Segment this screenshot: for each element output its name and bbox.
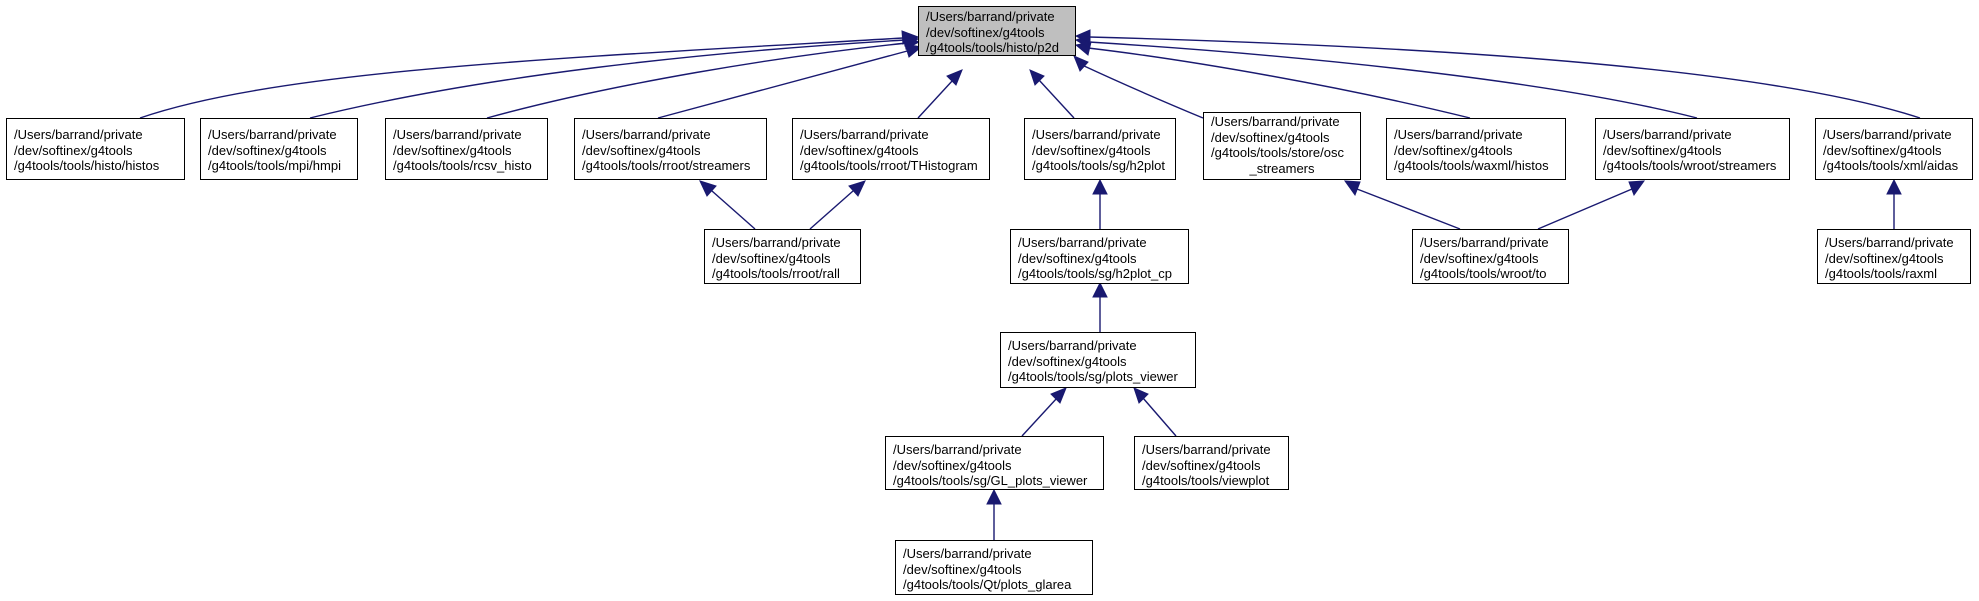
node-waxml-histos[interactable]: /Users/barrand/private /dev/softinex/g4t… (1386, 118, 1566, 180)
node-line: /Users/barrand/private (1603, 127, 1732, 142)
node-line: /dev/softinex/g4tools (1420, 250, 1539, 266)
edge-wroot-streamers-to-p2d (1074, 34, 1698, 119)
node-sg-plots-viewer[interactable]: /Users/barrand/private /dev/softinex/g4t… (1000, 332, 1196, 388)
node-line: /g4tools/tools/mpi/hmpi (208, 158, 341, 173)
edge-plots-glarea-to-gl-plots-viewer (986, 488, 1002, 540)
edge-hmpi-to-p2d (309, 32, 920, 119)
node-line: /Users/barrand/private (893, 442, 1022, 457)
node-sg-h2plot[interactable]: /Users/barrand/private /dev/softinex/g4t… (1024, 118, 1176, 180)
node-line: /dev/softinex/g4tools (926, 24, 1045, 40)
node-line: /g4tools/tools/sg/h2plot (1032, 158, 1165, 173)
node-rcsv-histo[interactable]: /Users/barrand/private /dev/softinex/g4t… (385, 118, 548, 180)
node-line: /dev/softinex/g4tools (1018, 250, 1137, 266)
edge-viewplot-to-plots-viewer (1133, 387, 1177, 437)
node-line: /g4tools/tools/rroot/rall (712, 266, 840, 281)
node-raxml[interactable]: /Users/barrand/private /dev/softinex/g4t… (1817, 229, 1971, 284)
edge-gl-plots-viewer-to-plots-viewer (1021, 387, 1067, 437)
node-histo-histos[interactable]: /Users/barrand/private /dev/softinex/g4t… (6, 118, 185, 180)
node-line: /Users/barrand/private (712, 235, 841, 250)
edge-thistogram-to-p2d (917, 69, 963, 119)
node-line: /Users/barrand/private (800, 127, 929, 142)
node-line: /Users/barrand/private (1032, 127, 1161, 142)
node-line: /Users/barrand/private (1823, 127, 1952, 142)
node-rroot-streamers[interactable]: /Users/barrand/private /dev/softinex/g4t… (574, 118, 767, 180)
node-line: /g4tools/tools/rcsv_histo (393, 158, 532, 173)
edge-waxml-histos-to-p2d (1074, 41, 1471, 119)
node-line: /Users/barrand/private (1420, 235, 1549, 250)
edge-rall-to-thistogram (809, 180, 866, 230)
node-line: /Users/barrand/private (1018, 235, 1147, 250)
edge-plots-viewer-to-h2plot-cp (1092, 281, 1108, 332)
node-store-osc-streamers[interactable]: /Users/barrand/private /dev/softinex/g4t… (1203, 112, 1361, 180)
node-line: /Users/barrand/private (14, 127, 143, 142)
node-line: /dev/softinex/g4tools (1394, 142, 1513, 158)
node-line: /dev/softinex/g4tools (393, 142, 512, 158)
node-line: /Users/barrand/private (1394, 127, 1523, 142)
node-rroot-thistogram[interactable]: /Users/barrand/private /dev/softinex/g4t… (792, 118, 990, 180)
edge-histos-to-p2d (139, 30, 920, 119)
edge-wroot-to-to-wroot-streamers (1537, 180, 1646, 230)
node-line: /Users/barrand/private (926, 9, 1055, 24)
node-line: /g4tools/tools/waxml/histos (1394, 158, 1549, 173)
node-line: /dev/softinex/g4tools (1825, 250, 1944, 266)
node-line: /Users/barrand/private (582, 127, 711, 142)
node-xml-aidas[interactable]: /Users/barrand/private /dev/softinex/g4t… (1815, 118, 1973, 180)
node-viewplot[interactable]: /Users/barrand/private /dev/softinex/g4t… (1134, 436, 1289, 490)
node-line: _streamers (1249, 160, 1315, 176)
node-line: /dev/softinex/g4tools (1211, 129, 1330, 145)
node-root-p2d: /Users/barrand/private /dev/softinex/g4t… (918, 6, 1076, 56)
edge-layer (139, 29, 1921, 540)
node-line: /dev/softinex/g4tools (208, 142, 327, 158)
node-mpi-hmpi[interactable]: /Users/barrand/private /dev/softinex/g4t… (200, 118, 358, 180)
node-line: /Users/barrand/private (1211, 114, 1340, 129)
node-line: /g4tools/tools/rroot/THistogram (800, 158, 978, 173)
node-sg-h2plot-cp[interactable]: /Users/barrand/private /dev/softinex/g4t… (1010, 229, 1189, 284)
node-line: /dev/softinex/g4tools (1142, 457, 1261, 473)
node-line: /g4tools/tools/sg/plots_viewer (1008, 369, 1178, 384)
edge-rroot-streamers-to-p2d (657, 43, 923, 119)
node-line: /g4tools/tools/sg/GL_plots_viewer (893, 473, 1088, 488)
node-line: /g4tools/tools/viewplot (1142, 473, 1270, 488)
node-line: /Users/barrand/private (1825, 235, 1954, 250)
node-sg-gl-plots-viewer[interactable]: /Users/barrand/private /dev/softinex/g4t… (885, 436, 1104, 490)
node-line: /dev/softinex/g4tools (14, 142, 133, 158)
node-line: /Users/barrand/private (393, 127, 522, 142)
node-line: /dev/softinex/g4tools (903, 561, 1022, 577)
node-line: /dev/softinex/g4tools (893, 457, 1012, 473)
node-line: /dev/softinex/g4tools (1603, 142, 1722, 158)
node-qt-plots-glarea[interactable]: /Users/barrand/private /dev/softinex/g4t… (895, 540, 1093, 595)
node-line: /dev/softinex/g4tools (1823, 142, 1942, 158)
node-line: /g4tools/tools/histo/p2d (926, 40, 1059, 55)
node-line: /g4tools/tools/Qt/plots_glarea (903, 577, 1072, 592)
edge-store-osc-to-p2d (1073, 55, 1204, 119)
node-line: /g4tools/tools/sg/h2plot_cp (1018, 266, 1172, 281)
node-line: /g4tools/tools/store/osc (1211, 145, 1344, 160)
node-line: /g4tools/tools/raxml (1825, 266, 1937, 281)
node-line: /dev/softinex/g4tools (1032, 142, 1151, 158)
node-wroot-streamers[interactable]: /Users/barrand/private /dev/softinex/g4t… (1595, 118, 1790, 180)
node-line: /g4tools/tools/wroot/to (1420, 266, 1547, 281)
edge-h2plot-cp-to-h2plot (1092, 178, 1108, 229)
node-line: /dev/softinex/g4tools (712, 250, 831, 266)
node-line: /dev/softinex/g4tools (582, 142, 701, 158)
node-wroot-to[interactable]: /Users/barrand/private /dev/softinex/g4t… (1412, 229, 1569, 284)
node-line: /Users/barrand/private (903, 546, 1032, 561)
node-line: /dev/softinex/g4tools (800, 142, 919, 158)
edge-wroot-to-to-store-osc (1343, 180, 1461, 230)
node-line: /g4tools/tools/rroot/streamers (582, 158, 751, 173)
node-line: /dev/softinex/g4tools (1008, 353, 1127, 369)
edge-xml-aidas-to-p2d (1074, 29, 1921, 119)
node-line: /g4tools/tools/wroot/streamers (1603, 158, 1777, 173)
edge-h2plot-to-p2d (1029, 69, 1075, 119)
node-line: /Users/barrand/private (208, 127, 337, 142)
node-line: /Users/barrand/private (1142, 442, 1271, 457)
edge-rall-to-rroot-streamers (699, 180, 756, 230)
node-line: /Users/barrand/private (1008, 338, 1137, 353)
node-line: /g4tools/tools/histo/histos (14, 158, 160, 173)
node-line: /g4tools/tools/xml/aidas (1823, 158, 1959, 173)
edge-raxml-to-xml-aidas (1886, 178, 1902, 229)
node-rroot-rall[interactable]: /Users/barrand/private /dev/softinex/g4t… (704, 229, 861, 284)
